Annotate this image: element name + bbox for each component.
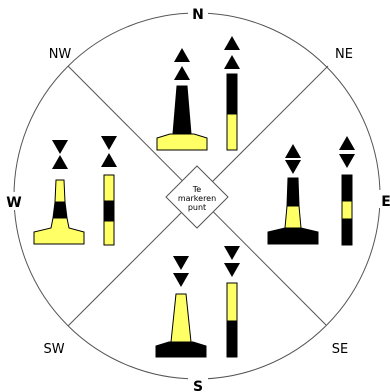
west-cardinal-pillar (101, 136, 117, 246)
north-cardinal-buoy (156, 48, 208, 151)
north-label-bg (188, 4, 208, 22)
center-diamond (165, 165, 229, 229)
label-southeast: SE (332, 342, 348, 357)
label-northeast: NE (335, 47, 353, 62)
west-buoy-yellow-top (54, 179, 66, 203)
south-pillar-topmark-lower-cone (224, 263, 240, 277)
center-label-line1: Te (192, 185, 202, 194)
south-cardinal-pillar (224, 246, 240, 358)
south-buoy-topmark-lower-cone (173, 273, 189, 287)
south-pillar-yellow-band (226, 282, 238, 322)
east-buoy-black-base (267, 227, 319, 245)
west-buoy-topmark-lower-cone (52, 155, 68, 169)
east-buoy-yellow-band (284, 205, 302, 229)
east-cardinal-buoy (267, 144, 319, 245)
west-buoy-yellow-base (33, 217, 85, 245)
west-pillar-topmark-lower-cone (101, 153, 117, 167)
east-pillar-black-top (341, 174, 353, 202)
label-north: N (192, 7, 204, 23)
label-east: E (381, 194, 390, 210)
south-pillar-topmark-upper-cone (224, 246, 240, 260)
east-buoy-black-top (286, 177, 300, 207)
west-cardinal-buoy (33, 140, 85, 245)
center-label-line3: punt (188, 203, 206, 212)
west-buoy-topmark-upper-cone (52, 140, 68, 154)
west-pillar-topmark-upper-cone (101, 136, 117, 150)
north-buoy-yellow-base (156, 133, 208, 151)
east-cardinal-pillar (339, 136, 355, 246)
north-pillar-black-band (226, 73, 238, 115)
north-buoy-topmark-lower-cone (174, 66, 190, 80)
north-pillar-topmark-lower-cone (224, 55, 240, 69)
east-buoy-topmark-lower-cone (285, 160, 301, 174)
east-pillar-black-bottom (341, 218, 353, 246)
east-pillar-topmark-lower-cone (339, 154, 355, 168)
east-pillar-topmark-upper-cone (339, 136, 355, 150)
label-northwest: NW (49, 47, 72, 62)
north-pillar-yellow-band (226, 113, 238, 151)
west-buoy-black-band (52, 201, 68, 219)
center-label-line2: markeren (178, 194, 216, 203)
west-label-bg (4, 192, 24, 210)
south-buoy-black-base (155, 341, 207, 358)
west-pillar-black-band (103, 200, 115, 222)
south-label-bg (188, 378, 208, 392)
north-cardinal-pillar (224, 36, 240, 151)
west-pillar-yellow-top (103, 174, 115, 202)
south-pillar-black-band (226, 320, 238, 358)
east-label-bg (378, 190, 390, 208)
north-pillar-topmark-upper-cone (224, 36, 240, 50)
east-buoy-topmark-upper-cone (285, 144, 301, 158)
south-cardinal-buoy (155, 256, 207, 358)
label-south: S (193, 379, 203, 392)
north-buoy-topmark-upper-cone (174, 48, 190, 62)
west-pillar-yellow-bottom (103, 220, 115, 246)
east-pillar-yellow-band (341, 200, 353, 220)
label-southwest: SW (43, 342, 64, 357)
south-buoy-topmark-upper-cone (173, 256, 189, 270)
label-west: W (6, 195, 21, 211)
